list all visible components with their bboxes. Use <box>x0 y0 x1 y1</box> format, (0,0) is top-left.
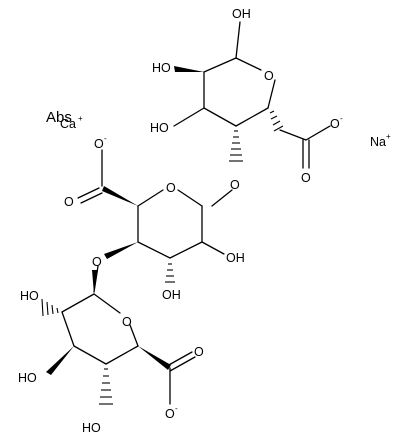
carboxylate-o-label: O <box>94 137 104 151</box>
bond <box>235 57 262 71</box>
double-bond <box>77 187 100 199</box>
ho-label: HO <box>18 371 37 385</box>
carboxylate-o-label: O <box>330 117 340 131</box>
bond <box>73 345 107 365</box>
bond <box>169 241 203 259</box>
bond <box>235 107 269 127</box>
ring-oxygen-label: O <box>122 315 132 329</box>
negative-charge: - <box>175 404 178 413</box>
calcium-symbol: Ca <box>60 117 76 131</box>
wedge-bond <box>46 346 74 375</box>
sodium-ion: Na + <box>370 132 391 149</box>
ring-3: HO HO HO O O O - <box>18 270 204 435</box>
oh-label: OH <box>226 251 245 265</box>
hash-bond <box>229 130 243 162</box>
abs-flag: Abs <box>46 109 72 126</box>
glycosidic-oxygen-label: O <box>230 178 240 192</box>
wedge-bond <box>104 242 138 259</box>
sodium-symbol: Na <box>370 135 386 149</box>
hash-bond <box>41 298 59 317</box>
bond <box>279 129 307 141</box>
bond <box>61 293 95 313</box>
oh-label: OH <box>162 288 181 302</box>
carbonyl-o-label: O <box>194 345 204 359</box>
hash-bond <box>165 263 175 283</box>
bond <box>93 293 121 314</box>
negative-charge: - <box>104 134 107 143</box>
negative-charge: - <box>340 114 343 123</box>
bond <box>235 21 241 59</box>
ho-label: HO <box>20 289 39 303</box>
wedge-bond <box>174 66 204 72</box>
oh-label: OH <box>232 7 251 21</box>
double-bond <box>166 351 193 367</box>
bond <box>61 311 75 347</box>
double-bond <box>169 356 196 372</box>
bond <box>137 241 171 259</box>
hash-bond <box>99 368 113 405</box>
ring-oxygen-label: O <box>264 69 274 83</box>
wedge-bond <box>92 270 98 294</box>
ring-1: OH HO HO O O - O O <box>150 7 343 207</box>
sodium-charge: + <box>386 132 391 141</box>
ho-label: HO <box>82 421 101 435</box>
wedge-bond <box>102 186 138 206</box>
bond <box>173 107 205 127</box>
calcium-charge: + <box>78 114 83 123</box>
double-bond <box>80 192 103 204</box>
hash-bond <box>269 110 284 132</box>
ho-label: HO <box>152 61 171 75</box>
abs-label: Abs <box>46 109 72 126</box>
bond <box>267 79 276 109</box>
carboxylate-o-label: O <box>165 407 175 421</box>
bond <box>211 189 233 207</box>
carbonyl-o-label: O <box>301 171 311 185</box>
carbonyl-o-label: O <box>64 195 74 209</box>
ring-oxygen-label: O <box>166 181 176 195</box>
bond <box>177 189 203 207</box>
ring-2: O - O O OH OH O <box>64 134 245 302</box>
bond <box>129 324 139 347</box>
bond <box>137 189 164 207</box>
bond <box>305 125 331 141</box>
ho-label: HO <box>150 121 169 135</box>
wedge-bond <box>138 346 171 370</box>
calcium-ion: Ca + <box>60 114 83 131</box>
bond <box>105 345 139 365</box>
glycosidic-oxygen-label: O <box>92 255 102 269</box>
bond <box>201 241 225 255</box>
bond <box>203 57 237 73</box>
bond <box>203 107 237 127</box>
